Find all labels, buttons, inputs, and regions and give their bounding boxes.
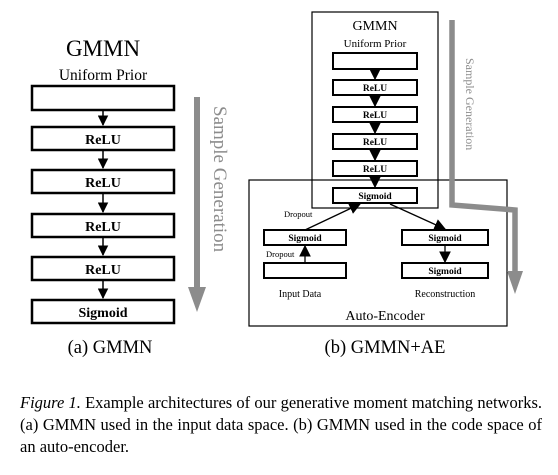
panel-b-decoder-arrow-1: [389, 203, 447, 230]
figure-caption-text: Example architectures of our generative …: [20, 393, 543, 456]
panel-b-gmmn-title: GMMN: [352, 19, 397, 34]
panel-a-generation-label: Sample Generation: [209, 106, 230, 253]
panel-b-code-sigmoid-layer: [332, 187, 418, 204]
panel-b-generation-arrow-shaft: [449, 20, 518, 274]
panel-a-sigmoid-label: Sigmoid: [78, 306, 127, 321]
panel-a-prior-label: Uniform Prior: [59, 67, 148, 84]
panel-b-dropout-upper: Dropout: [284, 209, 313, 219]
panel-b-gmmn-ae: GMMN Uniform Prior ReLU ReLU ReLU ReLU S…: [248, 11, 523, 358]
panel-b-gmmn-frame: [311, 11, 439, 209]
panel-b-relu-label-3: ReLU: [363, 138, 387, 148]
panel-a-sigmoid-layer: [30, 298, 176, 325]
panel-b-prior-label: Uniform Prior: [344, 38, 407, 50]
panel-a-relu-label-1: ReLU: [85, 133, 121, 148]
panel-b-relu-label-2: ReLU: [363, 111, 387, 121]
panel-b-input-data-box: [263, 262, 347, 279]
panel-b-encoder-hidden-label: Sigmoid: [288, 234, 322, 244]
panel-b-generation-arrow-head: [507, 271, 523, 294]
panel-a-gmmn: GMMN Uniform Prior ReLU ReLU ReLU ReLU S…: [30, 36, 230, 358]
figure-caption-label: Figure 1.: [20, 393, 81, 412]
panel-b-reconstruction-sigmoid-label: Sigmoid: [428, 267, 462, 277]
panel-a-caption: (a) GMMN: [68, 338, 153, 358]
panel-b-decoder-hidden-label: Sigmoid: [428, 234, 462, 244]
panel-a-relu-label-4: ReLU: [85, 263, 121, 278]
panel-a-input-layer: [30, 84, 176, 112]
panel-b-relu-label-1: ReLU: [363, 84, 387, 94]
panel-b-input-layer: [332, 52, 418, 70]
panel-b-dropout-lower: Dropout: [266, 249, 295, 259]
panel-b-caption: (b) GMMN+AE: [325, 338, 446, 358]
panel-b-input-data-label: Input Data: [279, 289, 322, 300]
panel-a-relu-label-2: ReLU: [85, 176, 121, 191]
panel-b-autoencoder-label: Auto-Encoder: [345, 309, 425, 324]
panel-b-reconstruction-label: Reconstruction: [415, 289, 476, 300]
panel-b-code-sigmoid-label: Sigmoid: [358, 192, 392, 202]
panel-a-generation-arrow-head: [188, 287, 206, 312]
panel-b-reconstruction-layer: [401, 262, 489, 279]
panel-a-title: GMMN: [66, 36, 141, 61]
panel-b-encoder-arrow-2: [304, 203, 362, 231]
figure-caption: Figure 1. Example architectures of our g…: [20, 392, 542, 458]
panel-b-autoencoder-frame: [248, 179, 508, 327]
panel-b-relu-label-4: ReLU: [363, 165, 387, 175]
panel-b-generation-label: Sample Generation: [463, 58, 477, 150]
panel-a-relu-label-3: ReLU: [85, 220, 121, 235]
